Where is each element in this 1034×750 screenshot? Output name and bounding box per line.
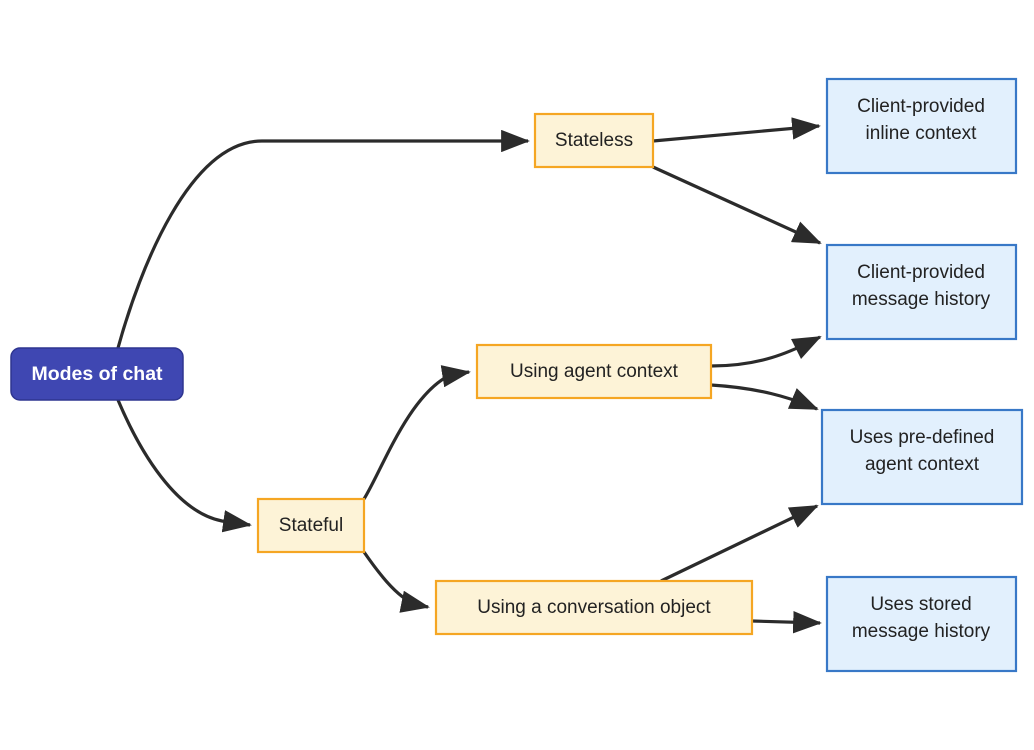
edge-agent-context-to-predefined-agent-context xyxy=(710,383,819,411)
node-predefined-agent-context-label-line1: Uses pre-defined xyxy=(850,427,995,448)
node-stored-message-history-label-line2: message history xyxy=(852,621,991,642)
node-inline-context-label-line1: Client-provided xyxy=(857,96,985,117)
node-predefined-agent-context-label-line2: agent context xyxy=(865,454,980,475)
node-stored-message-history[interactable]: Uses stored message history xyxy=(825,575,1018,673)
node-root-label: Modes of chat xyxy=(31,363,163,385)
node-predefined-agent-context-shape[interactable] xyxy=(820,408,1024,506)
node-root[interactable]: Modes of chat xyxy=(10,347,184,401)
node-stateless[interactable]: Stateless xyxy=(533,112,655,169)
node-root-shape[interactable] xyxy=(10,347,184,401)
edge-agent-context-to-message-history xyxy=(710,335,822,368)
node-message-history-shape[interactable] xyxy=(825,243,1018,341)
node-stateful[interactable]: Stateful xyxy=(256,497,366,554)
node-stored-message-history-label-line1: Uses stored xyxy=(870,594,971,615)
node-message-history[interactable]: Client-provided message history xyxy=(825,243,1018,341)
edge-stateful-to-conversation-object xyxy=(362,551,430,613)
node-agent-context-label: Using agent context xyxy=(510,361,679,382)
node-conversation-object-shape[interactable] xyxy=(434,579,754,636)
node-stateful-label: Stateful xyxy=(279,515,343,536)
node-stored-message-history-shape[interactable] xyxy=(825,575,1018,673)
node-stateless-shape[interactable] xyxy=(533,112,655,169)
edge-conversation-object-to-predefined-agent-context xyxy=(660,504,819,583)
node-inline-context[interactable]: Client-provided inline context xyxy=(825,77,1018,175)
node-conversation-object-label: Using a conversation object xyxy=(477,597,711,618)
node-stateless-label: Stateless xyxy=(555,130,633,151)
node-agent-context[interactable]: Using agent context xyxy=(475,343,713,400)
node-conversation-object[interactable]: Using a conversation object xyxy=(434,579,754,636)
node-stateful-shape[interactable] xyxy=(256,497,366,554)
node-message-history-label-line1: Client-provided xyxy=(857,262,985,283)
node-message-history-label-line2: message history xyxy=(852,289,991,310)
edge-conversation-object-to-stored-message-history xyxy=(751,611,822,634)
edge-layer xyxy=(116,117,822,634)
edge-root-to-stateless xyxy=(116,129,530,349)
edge-stateless-to-message-history xyxy=(652,165,822,245)
node-inline-context-shape[interactable] xyxy=(825,77,1018,175)
node-inline-context-label-line2: inline context xyxy=(866,123,978,144)
edge-stateful-to-agent-context xyxy=(362,365,471,500)
node-predefined-agent-context[interactable]: Uses pre-defined agent context xyxy=(820,408,1024,506)
edge-stateless-to-inline-context xyxy=(652,117,821,143)
node-agent-context-shape[interactable] xyxy=(475,343,713,400)
edge-root-to-stateful xyxy=(116,399,252,533)
